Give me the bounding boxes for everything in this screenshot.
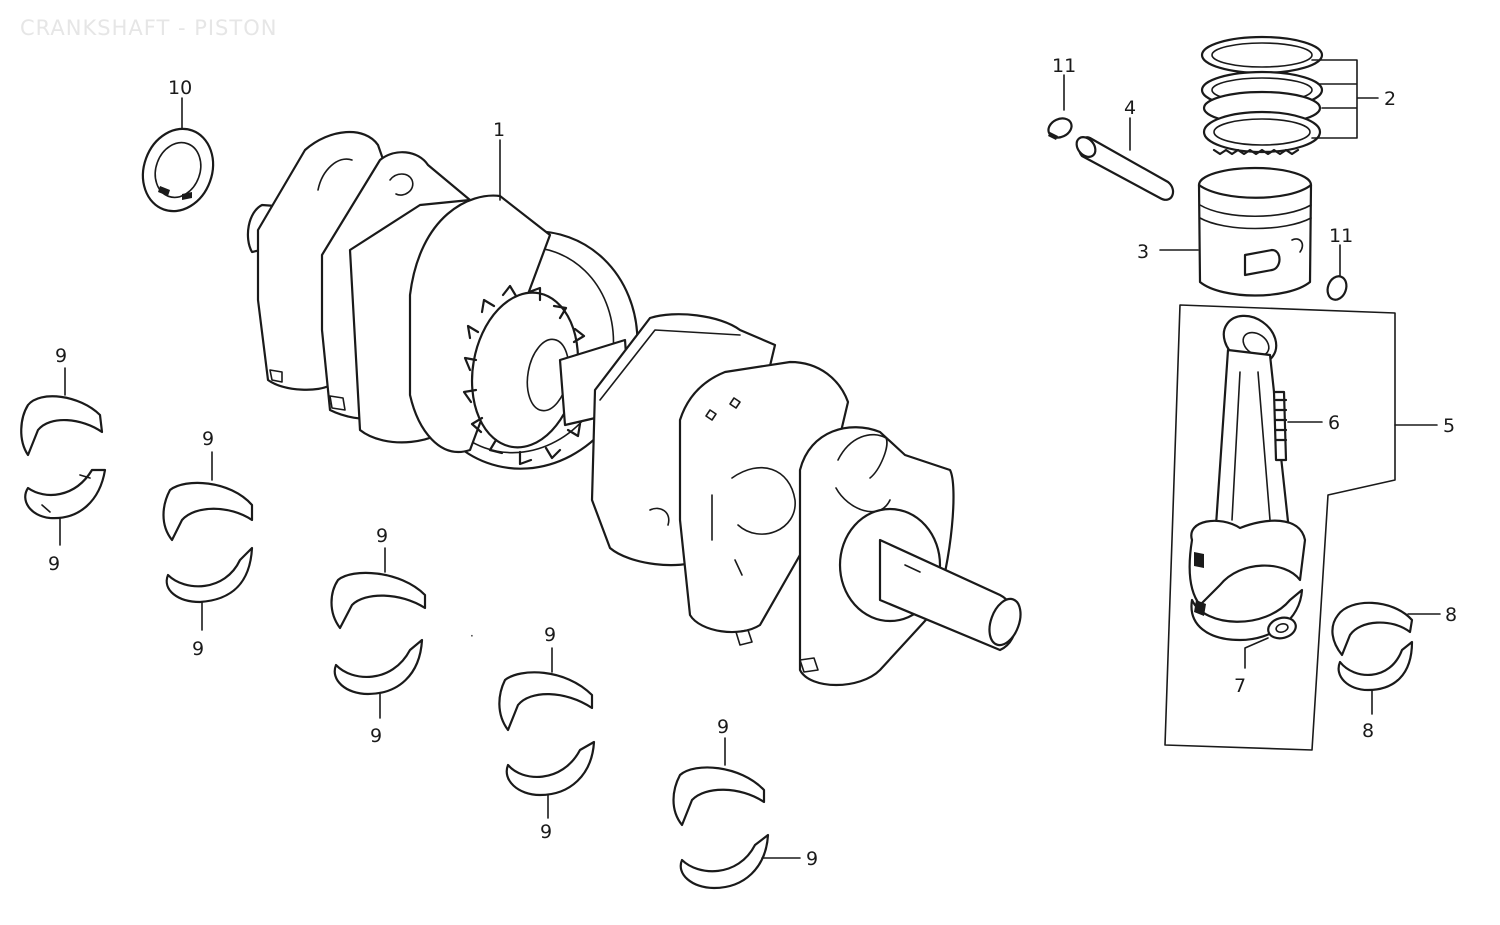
main-bearing-set-1[interactable]	[20, 395, 107, 520]
piston-pin[interactable]	[1073, 133, 1175, 201]
callout-11a: 11	[1052, 55, 1076, 77]
callout-9a: 9	[55, 345, 67, 367]
rod-bearing-set[interactable]	[1331, 601, 1414, 692]
main-bearing-set-4[interactable]	[498, 671, 596, 797]
callout-8a: 8	[1445, 604, 1457, 626]
con-rod-assembly-box	[1164, 304, 1396, 751]
callout-11b: 11	[1329, 225, 1353, 247]
callout-8b: 8	[1362, 720, 1374, 742]
callout-9j: 9	[806, 848, 818, 870]
oil-seal[interactable]	[132, 119, 225, 221]
callout-7: 7	[1234, 675, 1246, 697]
callout-5: 5	[1443, 415, 1455, 437]
diagram-title: CRANKSHAFT - PISTON	[20, 16, 278, 40]
callout-2: 2	[1384, 88, 1396, 110]
callout-9g: 9	[544, 624, 556, 646]
callout-9i: 9	[717, 716, 729, 738]
callout-3: 3	[1137, 241, 1149, 263]
callout-9b: 9	[48, 553, 60, 575]
callout-9f: 9	[370, 725, 382, 747]
callout-4: 4	[1124, 97, 1136, 119]
leader-line-7	[1244, 637, 1269, 669]
callout-1: 1	[493, 119, 505, 141]
piston-rings[interactable]	[1200, 35, 1324, 156]
callout-6: 6	[1328, 412, 1340, 434]
rod-bolt[interactable]	[1272, 390, 1288, 462]
main-bearing-set-5[interactable]	[672, 766, 770, 890]
crankshaft[interactable]	[246, 131, 1026, 686]
callout-10: 10	[168, 77, 192, 99]
callout-9d: 9	[192, 638, 204, 660]
connecting-rod[interactable]	[1188, 306, 1307, 642]
callout-9c: 9	[202, 428, 214, 450]
stray-mark: ·	[470, 629, 474, 643]
clip-upper[interactable]	[1045, 115, 1074, 141]
leader-bracket-2	[1311, 59, 1379, 139]
main-bearing-set-2[interactable]	[162, 481, 254, 604]
rod-nut[interactable]	[1266, 615, 1298, 642]
clip-lower[interactable]	[1324, 274, 1349, 303]
main-bearing-set-3[interactable]	[330, 571, 427, 696]
callout-9h: 9	[540, 821, 552, 843]
callout-9e: 9	[376, 525, 388, 547]
piston[interactable]	[1197, 166, 1313, 297]
